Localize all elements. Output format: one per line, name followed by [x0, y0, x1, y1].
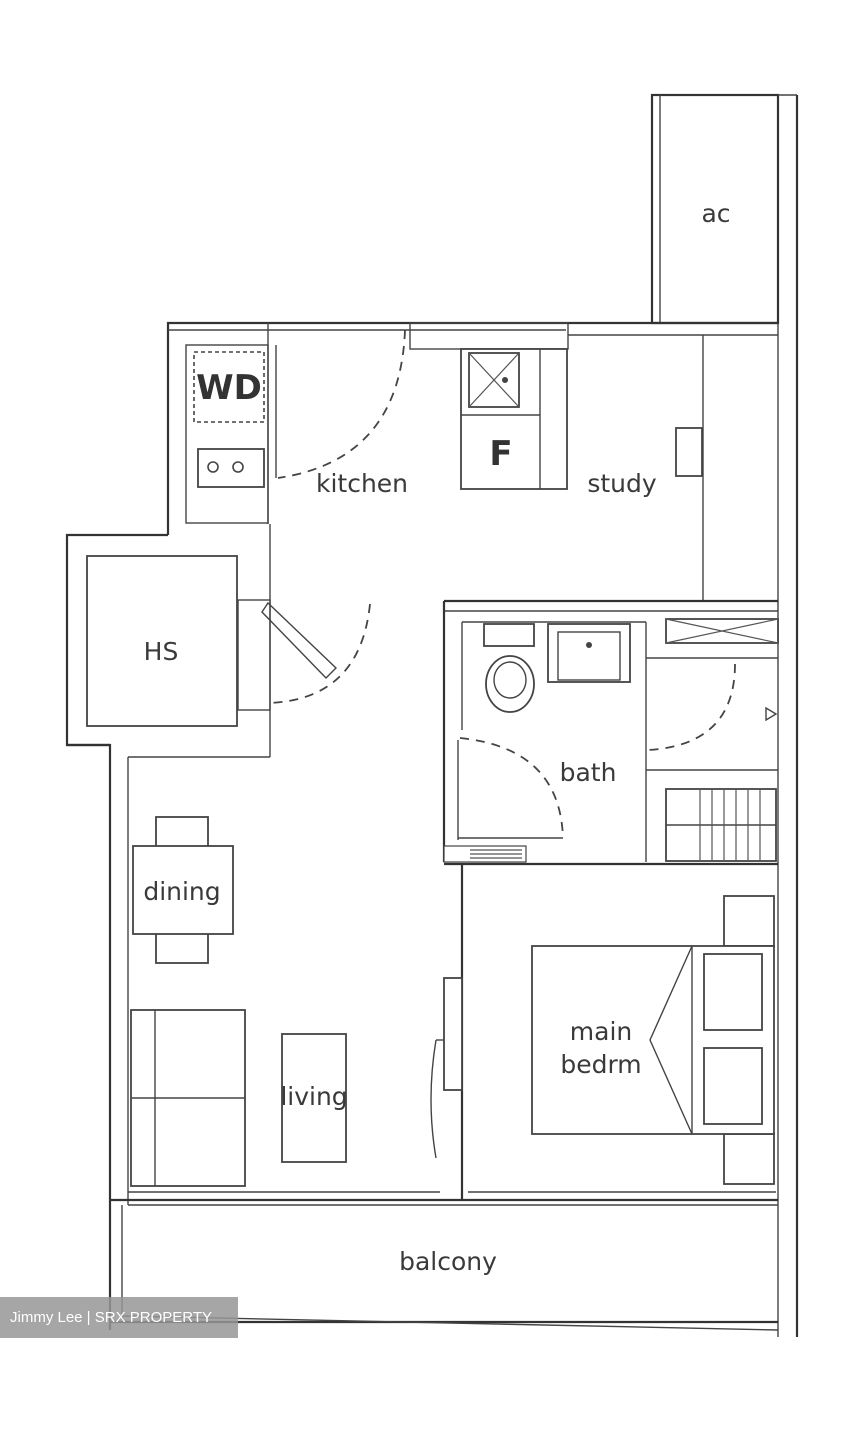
exterior-wall-right	[777, 95, 799, 1337]
dining-label: dining	[143, 877, 220, 906]
living-label: living	[280, 1082, 347, 1111]
fridge-sink-unit: F	[460, 348, 568, 490]
main-bedroom-label-line2: bedrm	[560, 1050, 641, 1079]
study-area	[444, 335, 778, 612]
balcony-label: balcony	[399, 1247, 497, 1276]
washer-dryer-label: WD	[196, 368, 262, 408]
watermark: Jimmy Lee | SRX PROPERTY	[0, 1297, 238, 1338]
hs-label: HS	[144, 637, 179, 666]
wardrobe-area	[444, 618, 779, 866]
kitchen-door	[275, 329, 406, 479]
main-bedroom-label-line1: main	[570, 1017, 632, 1046]
kitchen-label: kitchen	[316, 469, 408, 498]
household-shelter: HS	[65, 524, 371, 1205]
laundry-area: WD	[185, 344, 269, 524]
bath-area: bath	[442, 601, 647, 863]
dining-table: dining	[132, 816, 234, 964]
bath-label: bath	[560, 758, 617, 787]
study-label: study	[587, 469, 657, 498]
ac-label: ac	[701, 199, 730, 228]
fridge-label: F	[489, 434, 512, 474]
living-area: living	[130, 864, 464, 1200]
main-bedroom: main bedrm	[531, 895, 775, 1185]
